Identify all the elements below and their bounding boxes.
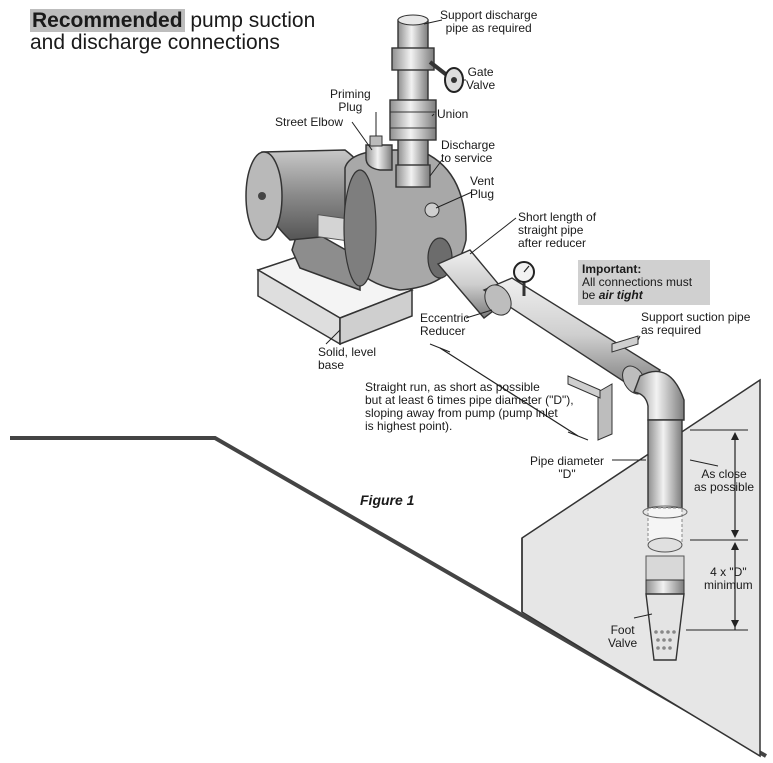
discharge-pipe	[397, 19, 429, 171]
label-support-suction: Support suction pipe as required	[641, 310, 751, 337]
vertical-suction-pipe	[647, 419, 683, 509]
figure-caption: Figure 1	[360, 492, 415, 508]
ground-line	[10, 436, 767, 758]
important-emphasis: air tight	[598, 288, 643, 302]
street-elbow	[365, 144, 393, 171]
label-short-length: Short length of straight pipe after redu…	[518, 210, 597, 250]
label-gate-valve: Gate Valve	[466, 65, 496, 92]
important-line1: All connections must	[582, 275, 693, 289]
label-support-discharge: Support discharge pipe as required	[440, 8, 538, 35]
label-vent-plug: Vent Plug	[470, 174, 495, 201]
label-union: Union	[437, 107, 469, 121]
label-straight-run: Straight run, as short as possible but a…	[365, 380, 574, 433]
foot-valve	[645, 593, 685, 661]
label-pipe-diameter: Pipe diameter "D"	[530, 454, 605, 481]
important-heading: Important:	[582, 262, 642, 276]
suction-pipe	[482, 277, 662, 393]
label-as-close: As close as possible	[694, 467, 755, 494]
page-title: Recommended pump suction and discharge c…	[30, 9, 316, 54]
title-highlight: Recommended	[30, 9, 185, 32]
label-street-elbow: Street Elbow	[275, 115, 344, 129]
title-line2: and discharge connections	[30, 31, 280, 54]
important-note: Important: All connections must be air t…	[578, 260, 710, 305]
label-discharge: Discharge to service	[441, 138, 496, 165]
label-eccentric-reducer: Eccentric Reducer	[420, 311, 470, 338]
label-minimum: 4 x "D" minimum	[704, 565, 753, 592]
label-foot-valve: Foot Valve	[608, 623, 638, 650]
label-base: Solid, level base	[318, 345, 377, 372]
title-line1: pump suction	[184, 9, 316, 32]
label-priming-plug: Priming Plug	[330, 87, 371, 114]
